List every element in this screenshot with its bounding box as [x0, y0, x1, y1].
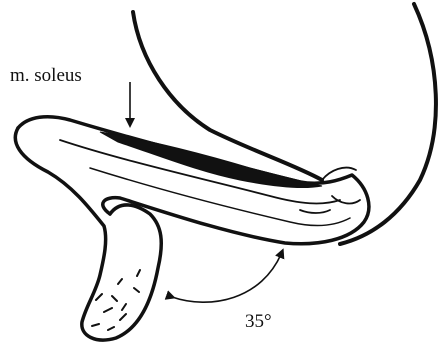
soleus-muscle-shape: [100, 132, 322, 188]
foot-outline: [15, 128, 161, 340]
muscle-label: m. soleus: [10, 66, 82, 85]
angle-label: 35°: [245, 312, 272, 331]
shank-outline: [18, 117, 369, 244]
thigh-outline-right: [340, 4, 436, 244]
angle-arc: [172, 252, 282, 302]
